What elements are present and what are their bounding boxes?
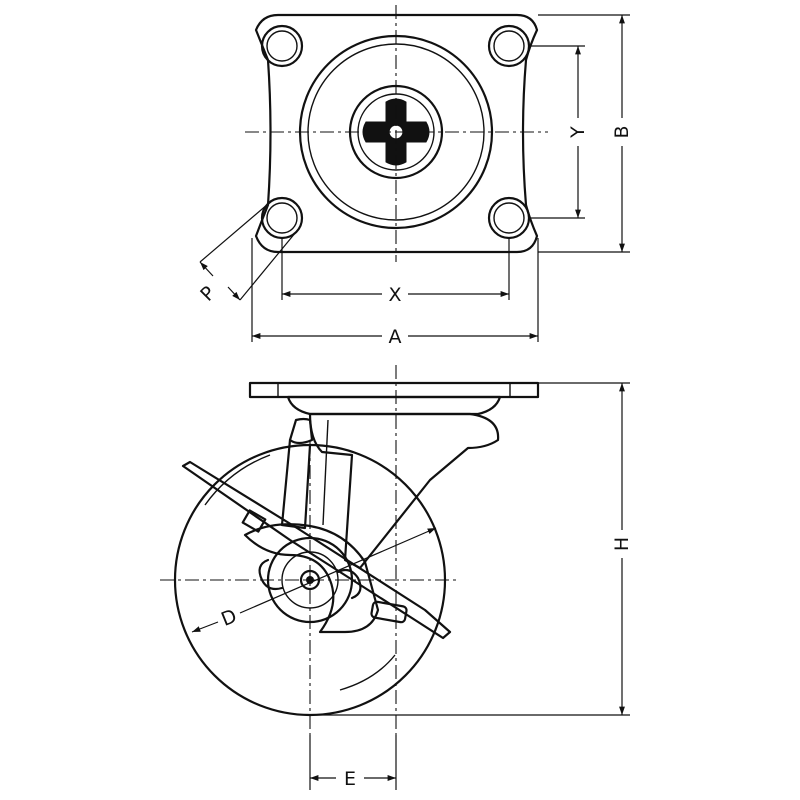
label-x: X [388, 284, 401, 306]
label-d: D [218, 605, 240, 631]
label-a: A [389, 326, 402, 348]
dimension-p: P [196, 203, 297, 306]
label-b: B [611, 125, 633, 138]
side-view: H D E [160, 365, 633, 790]
dimension-x: X [281, 238, 510, 306]
top-view: A X Y B [196, 5, 633, 348]
label-p: P [196, 282, 220, 306]
dimension-e: E [309, 735, 397, 790]
dimension-a: A [251, 238, 539, 348]
brake-pedal-lever [181, 460, 452, 640]
label-h: H [611, 537, 633, 551]
fork-leg-rear [308, 412, 500, 570]
dimension-h: H [310, 382, 633, 716]
dimension-y: Y [530, 45, 589, 219]
side-top-plate [248, 381, 540, 399]
fork-leg-front [288, 417, 314, 445]
dimension-b: B [538, 14, 633, 253]
swivel-race [286, 395, 502, 416]
label-e: E [344, 768, 356, 790]
label-y: Y [567, 126, 589, 139]
